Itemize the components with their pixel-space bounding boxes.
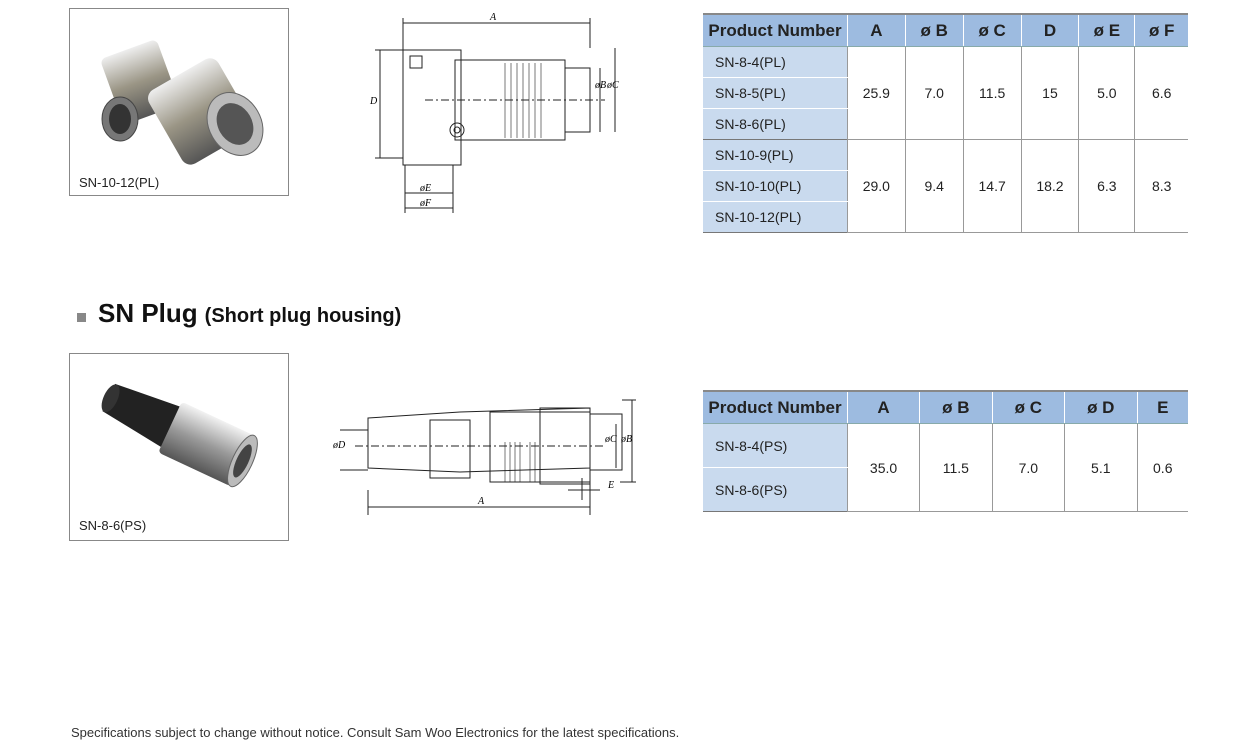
dim-f: øF [419,198,432,209]
value-d: 18.2 [1021,139,1080,233]
product-photo-ps: SN-8-6(PS) [69,353,289,541]
header-b: ø B [919,391,993,424]
header-e: E [1137,391,1188,424]
straight-plug-image [101,383,258,488]
product-number: SN-10-10(PL) [703,170,848,202]
dim-b: øB [594,80,606,91]
dim-a: A [489,12,497,23]
technical-drawing-pl: A D øB øC øE øF [369,12,619,213]
value-b: 9.4 [905,139,964,233]
photo-caption: SN-8-6(PS) [79,518,147,533]
header-e: ø E [1078,14,1136,47]
header-d: D [1021,14,1080,47]
table-row: SN-10-9(PL) 29.0 9.4 14.7 18.2 6.3 8.3 [703,139,1188,233]
table-row: SN-8-6(PL) [703,108,1188,140]
header-d: ø D [1064,391,1138,424]
dim-d: øD [332,440,346,451]
value-e: 5.0 [1078,46,1136,140]
spec-table-ps: Product Number A ø B ø C ø D E SN-8-4(PS… [703,390,1188,512]
header-b: ø B [905,14,964,47]
section-subtitle: (Short plug housing) [204,305,402,327]
product-photo-pl: SN-10-12(PL) [69,8,289,196]
value-e: 6.3 [1078,139,1136,233]
product-number: SN-8-6(PS) [703,467,848,512]
spec-table-pl: Product Number A ø B ø C D ø E ø F SN-8-… [703,13,1188,233]
product-number: SN-8-6(PL) [703,108,848,140]
value-b: 7.0 [905,46,964,140]
header-c: ø C [992,391,1066,424]
section-title: SN Plug [98,298,198,328]
dim-c: øC [604,434,617,445]
value-c: 14.7 [963,139,1022,233]
header-product-number: Product Number [703,14,848,47]
header-a: A [847,14,906,47]
value-f: 6.6 [1134,46,1188,140]
table-row: SN-8-5(PL) [703,77,1188,109]
table-row: SN-8-4(PL) 25.9 7.0 11.5 15 5.0 6.6 [703,46,1188,140]
product-number: SN-8-4(PL) [703,46,848,78]
dim-d: D [369,96,378,107]
technical-drawing-ps: A E øD øC øB [332,399,636,515]
dim-a: A [477,496,485,507]
header-c: ø C [963,14,1022,47]
header-a: A [847,391,921,424]
square-bullet-icon [77,313,86,322]
table-row: SN-8-6(PS) [703,467,1188,512]
value-e: 0.6 [1137,423,1188,512]
photo-caption: SN-10-12(PL) [79,175,160,190]
product-number: SN-8-4(PS) [703,423,848,468]
value-d: 15 [1021,46,1080,140]
dim-c: øC [606,80,619,91]
product-number: SN-10-9(PL) [703,139,848,171]
dim-b: øB [620,434,632,445]
value-a: 35.0 [847,423,921,512]
value-a: 29.0 [847,139,906,233]
product-number: SN-8-5(PL) [703,77,848,109]
dim-e: E [607,480,614,491]
value-b: 11.5 [919,423,993,512]
value-a: 25.9 [847,46,906,140]
product-number: SN-10-12(PL) [703,201,848,233]
section-heading: SN Plug (Short plug housing) [77,298,401,329]
footer-disclaimer: Specifications subject to change without… [71,725,680,740]
header-product-number: Product Number [703,391,848,424]
value-c: 7.0 [992,423,1066,512]
value-d: 5.1 [1064,423,1138,512]
value-c: 11.5 [963,46,1022,140]
dim-e: øE [419,183,431,194]
header-f: ø F [1134,14,1188,47]
table-row: SN-8-4(PS) 35.0 11.5 7.0 5.1 0.6 [703,423,1188,512]
value-f: 8.3 [1134,139,1188,233]
table-row: SN-10-10(PL) [703,170,1188,202]
table-row: SN-10-12(PL) [703,201,1188,233]
angled-plug-image [101,40,264,165]
